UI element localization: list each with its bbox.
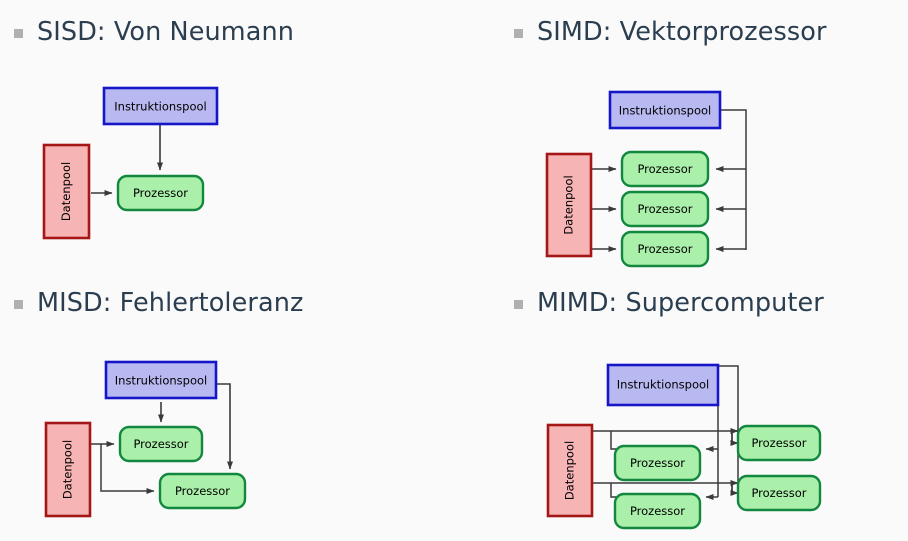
bullet-square-icon: [514, 28, 523, 38]
connector-data-to-processors: [591, 166, 617, 252]
bullet-square-icon: [14, 28, 23, 38]
heading-misd-label: MISD: Fehlertoleranz: [37, 288, 304, 318]
connector-data-to-processor-2: [100, 444, 155, 494]
node-processor-label: Prozessor: [133, 437, 188, 451]
node-processor: Prozessor: [613, 492, 702, 530]
node-data-pool-label: Datenpool: [61, 440, 75, 499]
node-processor-label: Prozessor: [751, 436, 806, 450]
connector-instruction-to-processor-2: [216, 383, 233, 470]
heading-misd: MISD: Fehlertoleranz: [14, 288, 303, 318]
node-processor-label: Prozessor: [751, 486, 806, 500]
node-instruction-pool: Instruktionspool: [608, 90, 722, 130]
node-processor: Prozessor: [736, 474, 822, 512]
node-processor: Prozessor: [118, 425, 204, 463]
node-instruction-pool: Instruktionspool: [102, 86, 219, 126]
node-processor: Prozessor: [613, 444, 702, 482]
node-data-pool: Datenpool: [546, 423, 594, 518]
node-processor: Prozessor: [620, 230, 710, 268]
diagram-simd: Instruktionspool Datenpool Prozessor Pro…: [454, 0, 908, 270]
node-instruction-pool-label: Instruktionspool: [617, 378, 709, 392]
node-data-pool-label: Datenpool: [59, 162, 73, 221]
heading-simd-label: SIMD: Vektorprozessor: [537, 17, 827, 47]
node-data-pool: Datenpool: [44, 421, 92, 518]
quadrant-mimd: MIMD: Supercomputer: [454, 271, 908, 541]
connector-instruction-bus: [715, 109, 747, 252]
quadrant-misd: MISD: Fehlertoleranz: [0, 271, 454, 541]
quadrant-simd: SIMD: Vektorprozessor: [454, 0, 908, 270]
node-processor: Prozessor: [116, 174, 205, 212]
diagram-misd: Instruktionspool Datenpool Prozessor Pro…: [0, 271, 454, 541]
bullet-square-icon: [514, 299, 523, 309]
node-processor-label: Prozessor: [133, 186, 188, 200]
node-processor: Prozessor: [736, 424, 822, 462]
connector-instruction-bus-inner: [705, 405, 719, 500]
node-instruction-pool-label: Instruktionspool: [114, 100, 206, 114]
node-processor-label: Prozessor: [637, 242, 692, 256]
quadrant-sisd: SISD: Von Neumann Instru: [0, 0, 454, 270]
connector-instruction-bus-outer: [718, 365, 739, 496]
node-data-pool: Datenpool: [42, 143, 91, 240]
heading-mimd: MIMD: Supercomputer: [514, 288, 824, 318]
node-instruction-pool-label: Instruktionspool: [115, 374, 207, 388]
node-processor-label: Prozessor: [637, 162, 692, 176]
node-data-pool-label: Datenpool: [563, 441, 577, 500]
bullet-square-icon: [14, 299, 23, 309]
node-processor-label: Prozessor: [630, 456, 685, 470]
node-instruction-pool: Instruktionspool: [104, 360, 218, 400]
diagram-mimd: Instruktionspool Datenpool Prozessor Pro…: [454, 271, 908, 541]
node-data-pool: Datenpool: [545, 152, 593, 258]
heading-sisd: SISD: Von Neumann: [14, 17, 294, 47]
heading-simd: SIMD: Vektorprozessor: [514, 17, 827, 47]
node-processor: Prozessor: [620, 190, 710, 228]
node-processor: Prozessor: [620, 150, 710, 188]
node-instruction-pool-label: Instruktionspool: [619, 104, 711, 118]
node-processor-label: Prozessor: [637, 202, 692, 216]
diagram-sisd: Instruktionspool Datenpool Prozessor: [0, 0, 454, 270]
connector-data-to-right-processors: [592, 428, 739, 486]
node-processor: Prozessor: [158, 472, 247, 510]
heading-sisd-label: SISD: Von Neumann: [37, 17, 294, 47]
node-processor-label: Prozessor: [175, 484, 230, 498]
heading-mimd-label: MIMD: Supercomputer: [537, 288, 824, 318]
node-data-pool-label: Datenpool: [562, 175, 576, 234]
node-processor-label: Prozessor: [630, 504, 685, 518]
node-instruction-pool: Instruktionspool: [606, 363, 720, 407]
